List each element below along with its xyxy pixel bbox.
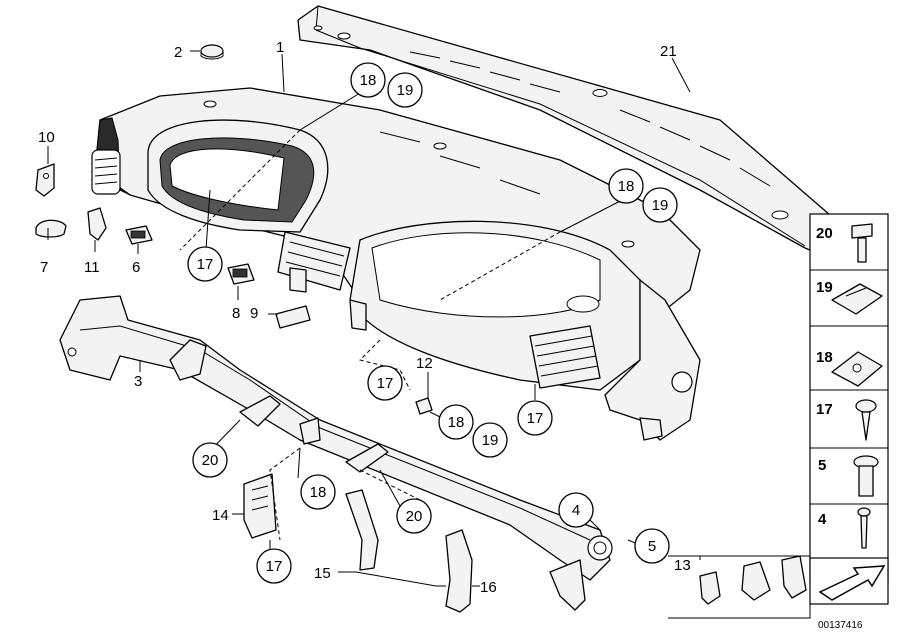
self-tapping-screw-icon [857, 507, 871, 549]
bubble-19-upper-right: 19 [652, 197, 669, 214]
callout-14: 14 [212, 507, 229, 524]
callout-8: 8 [232, 305, 240, 322]
strip-part-9[interactable] [275, 305, 311, 329]
bubble-18-upper-left: 18 [360, 72, 377, 89]
cover-part-7[interactable] [35, 219, 67, 238]
fastener-legend [809, 213, 889, 605]
direction-arrow-icon [818, 565, 886, 601]
callout-6: 6 [132, 259, 140, 276]
bracket-part-16[interactable] [445, 529, 473, 613]
flange-bolt-icon [853, 455, 879, 497]
bubble-19-upper-left: 19 [397, 82, 414, 99]
legend-17: 17 [816, 401, 833, 418]
callout-12: 12 [416, 355, 433, 372]
bracket-part-11[interactable] [87, 207, 107, 241]
bubble-5: 5 [648, 538, 656, 555]
bubble-4: 4 [572, 502, 580, 519]
callout-16: 16 [480, 579, 497, 596]
reference-number: 00137416 [818, 620, 863, 631]
bubble-18-lower: 18 [310, 484, 327, 501]
bubble-callouts: 18 19 18 19 17 17 18 19 17 20 18 20 17 4… [187, 62, 678, 584]
bubble-18-upper-right: 18 [618, 178, 635, 195]
callout-21: 21 [660, 43, 677, 60]
speed-nut-icon [831, 351, 883, 387]
callout-15: 15 [314, 565, 331, 582]
callout-9: 9 [250, 305, 258, 322]
bracket-part-14[interactable] [243, 473, 277, 539]
part-13-box [668, 555, 811, 619]
screw-icon [855, 399, 877, 441]
legend-19: 19 [816, 279, 833, 296]
switch-part-8[interactable] [227, 263, 255, 285]
legend-labels: 20 19 18 17 5 4 [816, 225, 833, 528]
legend-5: 5 [818, 457, 826, 474]
callout-3: 3 [134, 373, 142, 390]
bubble-20-right: 20 [406, 508, 423, 525]
clip-part-10[interactable] [35, 163, 55, 197]
bubble-17-center: 17 [377, 375, 394, 392]
clip-part-12[interactable] [415, 397, 433, 415]
callout-10: 10 [38, 129, 55, 146]
bolt-icon [851, 223, 873, 263]
legend-20: 20 [816, 225, 833, 242]
trim-strip-part-21[interactable] [297, 5, 831, 259]
legend-4: 4 [818, 511, 827, 528]
cap-part-2[interactable] [200, 44, 224, 60]
bubble-19-center: 19 [482, 432, 499, 449]
bubble-18-center: 18 [448, 414, 465, 431]
bubble-17-cluster: 17 [197, 256, 214, 273]
callout-2: 2 [174, 44, 182, 61]
clip-nut-icon [831, 283, 883, 315]
bubble-20-left: 20 [202, 452, 219, 469]
bubble-17-lower: 17 [266, 558, 283, 575]
callout-1: 1 [276, 39, 284, 56]
leader-lines [47, 50, 810, 587]
bubble-17-right: 17 [527, 410, 544, 427]
cross-car-beam-part-3[interactable] [59, 295, 613, 611]
callout-7: 7 [40, 259, 48, 276]
dashed-guide-lines [179, 129, 561, 541]
dashboard-part-1[interactable] [91, 87, 701, 441]
callout-11: 11 [84, 259, 100, 276]
bracket-part-15[interactable] [345, 489, 379, 571]
callout-13: 13 [674, 557, 691, 574]
switch-part-6[interactable] [125, 225, 153, 245]
legend-18: 18 [816, 349, 833, 366]
callout-labels: 2 1 21 10 7 11 6 8 9 3 12 14 15 16 13 [38, 39, 691, 596]
